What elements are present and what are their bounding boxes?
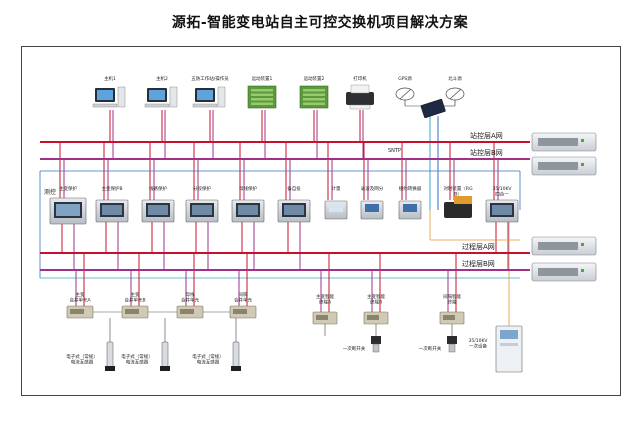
disconnect-switch-0: 一次断开关	[343, 336, 381, 353]
smart-terminal-label: 主变智能终端B	[367, 293, 385, 306]
bay-device-label: 规约转换器	[399, 185, 422, 192]
bay-device-label: 主变保护	[59, 185, 77, 192]
bay-device-2: 线路保护	[141, 185, 175, 223]
station-device-label: GPS源	[398, 75, 412, 82]
merging-unit-label: 主变合并单元A	[69, 291, 91, 304]
station-device-3: 远动装置1	[247, 75, 277, 109]
disconnect-switch-label: 一次断开关	[343, 345, 366, 352]
bay-device-label: 备自投	[287, 185, 301, 192]
station-device-label: 打印机	[353, 75, 367, 82]
printer-icon	[346, 84, 374, 110]
satellite-icon	[395, 87, 415, 106]
merging-unit-label: 主变合并单元B	[124, 291, 145, 304]
bay-device-3: 分段保护	[185, 185, 219, 223]
station-device-1: 主机2	[144, 75, 178, 108]
station-device-label: 远动装置1	[252, 75, 273, 82]
current-transformer-label: 电子式（常规）电流互感器	[121, 353, 153, 366]
field-devices: 主变合并单元A 主变合并单元B 母线合并单元 间隔合并单元 主变智能终端A 主变智能终端B…	[66, 291, 523, 373]
current-transformer-0: 电子式（常规）电流互感器	[66, 341, 115, 371]
wiring	[39, 105, 521, 342]
bus-label-station-b: 站控层B网	[470, 148, 503, 157]
merging-unit-3: 间隔合并单元	[229, 291, 257, 319]
station-device-2: 五防工作站/操作员	[191, 75, 229, 108]
merging-unit-1: 主变合并单元B	[121, 291, 149, 319]
bay-device-label: 分段保护	[193, 185, 211, 192]
station-device-label: 主机1	[104, 75, 116, 82]
station-device-label: 北斗源	[448, 75, 462, 82]
bay-device-1: 主变保护B	[95, 185, 129, 223]
workstation-icon	[192, 86, 226, 108]
disconnect-switch-label: 一次断开关	[419, 345, 442, 352]
bay-device-label: 主变保护B	[101, 185, 122, 192]
bay-device-8: 规约转换器	[398, 185, 422, 220]
satellite-icon	[445, 87, 465, 106]
disconnect-switch-1: 一次断开关	[419, 336, 457, 353]
smart-terminal-2: 间隔智能终端	[439, 293, 465, 325]
merging-unit-2: 母线合并单元	[176, 291, 204, 319]
station-device-0: 主机1	[92, 75, 126, 108]
smart-terminal-1: 主变智能终端B	[363, 293, 389, 325]
buses	[40, 141, 530, 271]
telecontrol-unit-icon	[247, 85, 277, 109]
diagram-frame	[21, 46, 621, 396]
switch-station-b	[531, 156, 597, 176]
current-transformer-2: 电子式（常规）电流互感器	[192, 341, 241, 371]
current-transformer-1: 电子式（常规）电流互感器	[121, 341, 170, 371]
bay-device-7: 录波及网分	[360, 185, 384, 220]
station-device-label: 五防工作站/操作员	[191, 75, 229, 82]
smart-terminal-0: 主变智能终端A	[312, 293, 338, 325]
bay-device-5: 备自投	[277, 185, 311, 223]
merging-unit-0: 主变合并单元A	[66, 291, 94, 319]
station-device-4: 远动装置2	[299, 75, 329, 109]
switch-process-b	[531, 262, 597, 282]
bay-device-label: 母线保护	[239, 185, 257, 192]
station-device-label: 远动装置2	[304, 75, 325, 82]
bay-device-label: 录波及网分	[361, 185, 384, 192]
telecontrol-unit-icon	[299, 85, 329, 109]
measure-control-device	[49, 197, 87, 225]
bus-label-sntp: SNTP	[388, 148, 401, 154]
bus-label-process-b: 过程层B网	[462, 259, 495, 268]
station-device-5: 打印机	[346, 75, 374, 110]
bay-device-label: 计量	[332, 185, 341, 192]
page-title: 源拓-智能变电站自主可控交换机项目解决方案	[171, 15, 469, 31]
merging-unit-label: 间隔合并单元	[234, 291, 252, 304]
current-transformer-label: 电子式（常规）电流互感器	[192, 353, 224, 366]
merging-unit-label: 母线合并单元	[181, 291, 199, 304]
switch-station-a	[531, 132, 597, 152]
bus-label-station-a: 站控层A网	[470, 131, 503, 140]
smart-terminal-label: 主变智能终端A	[316, 293, 334, 306]
bay-device-4: 母线保护	[231, 185, 265, 223]
bus-label-process-a: 过程层A网	[462, 242, 495, 251]
station-device-6: GPS源	[395, 75, 415, 106]
bay-device-label: 线路保护	[149, 185, 167, 192]
switch-process-a	[531, 236, 597, 256]
current-transformer-label: 电子式（常规）电流互感器	[66, 353, 98, 366]
workstation-icon	[144, 86, 178, 108]
station-devices: 主机1 主机2 五防工作站/操作员 远动装置1 远动装置2 打印机 GPS源 北斗源	[92, 75, 465, 119]
station-device-label: 主机2	[156, 75, 168, 82]
time-sync-receiver-icon	[420, 98, 446, 119]
station-device-7: 北斗源	[445, 75, 465, 106]
workstation-icon	[92, 86, 126, 108]
bay-device-6: 计量	[324, 185, 348, 220]
smart-terminal-label: 间隔智能终端	[443, 293, 461, 306]
measure-label: 测控	[44, 188, 56, 196]
bay-devices: 主变保护 主变保护B 线路保护 分段保护 母线保护 备自投 计量 录波及网分 规约转换器 对时装置…	[49, 185, 519, 225]
